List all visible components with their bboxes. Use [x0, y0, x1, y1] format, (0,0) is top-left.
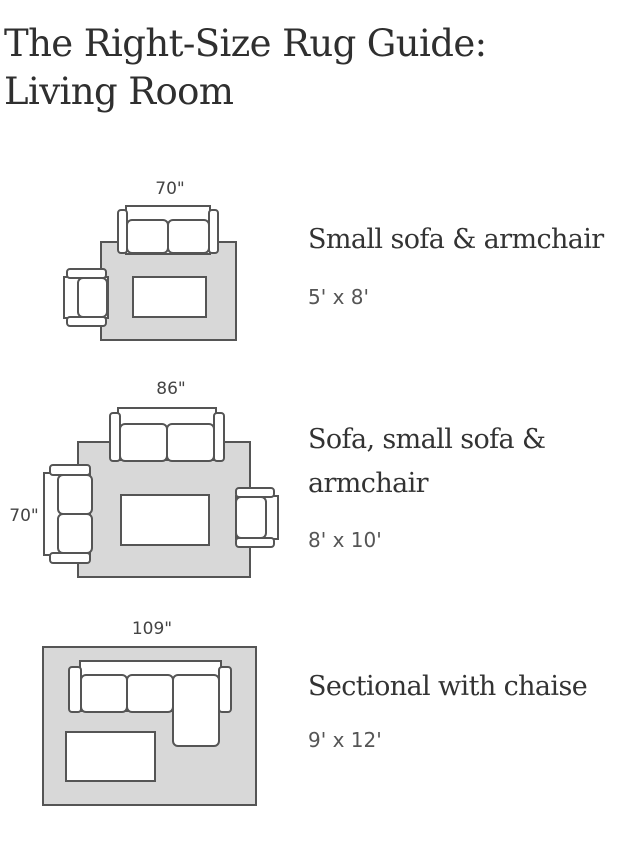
section-title-sectional-with-chaise: Sectional with chaise: [308, 671, 588, 702]
rug-diagram-sofa-small-sofa-armchair: 86" 70": [9, 379, 279, 578]
dimension-label-top: 109": [132, 619, 172, 639]
section-size-sectional-with-chaise: 9' x 12': [308, 728, 382, 752]
coffee-table: [132, 276, 207, 318]
section-title-line-2: armchair: [308, 468, 429, 499]
title-line-2: Living Room: [4, 70, 234, 113]
dimension-label-top: 70": [155, 179, 184, 199]
sofa: [109, 407, 225, 462]
title-line-1: The Right-Size Rug Guide:: [4, 22, 487, 65]
section-title-line-1: Sofa, small sofa &: [308, 424, 546, 455]
sectional-sofa: [68, 660, 232, 747]
small-sofa: [43, 464, 93, 564]
section-size-sofa-small-sofa-armchair: 8' x 10': [308, 528, 382, 552]
armchair: [235, 487, 279, 548]
coffee-table: [65, 731, 156, 782]
sofa: [117, 205, 219, 255]
armchair: [63, 268, 109, 327]
dimension-label-left: 70": [9, 506, 38, 526]
page-title: The Right-Size Rug Guide: Living Room: [4, 20, 634, 116]
section-title-sofa-small-sofa-armchair: Sofa, small sofa & armchair: [308, 418, 546, 506]
section-size-small-sofa-armchair: 5' x 8': [308, 285, 369, 309]
section-title-small-sofa-armchair: Small sofa & armchair: [308, 224, 604, 255]
rug-diagram-small-sofa-armchair: 70": [63, 179, 237, 341]
rug-diagram-sectional-with-chaise: 109": [42, 619, 257, 806]
dimension-label-top: 86": [156, 379, 185, 399]
coffee-table: [120, 494, 210, 546]
